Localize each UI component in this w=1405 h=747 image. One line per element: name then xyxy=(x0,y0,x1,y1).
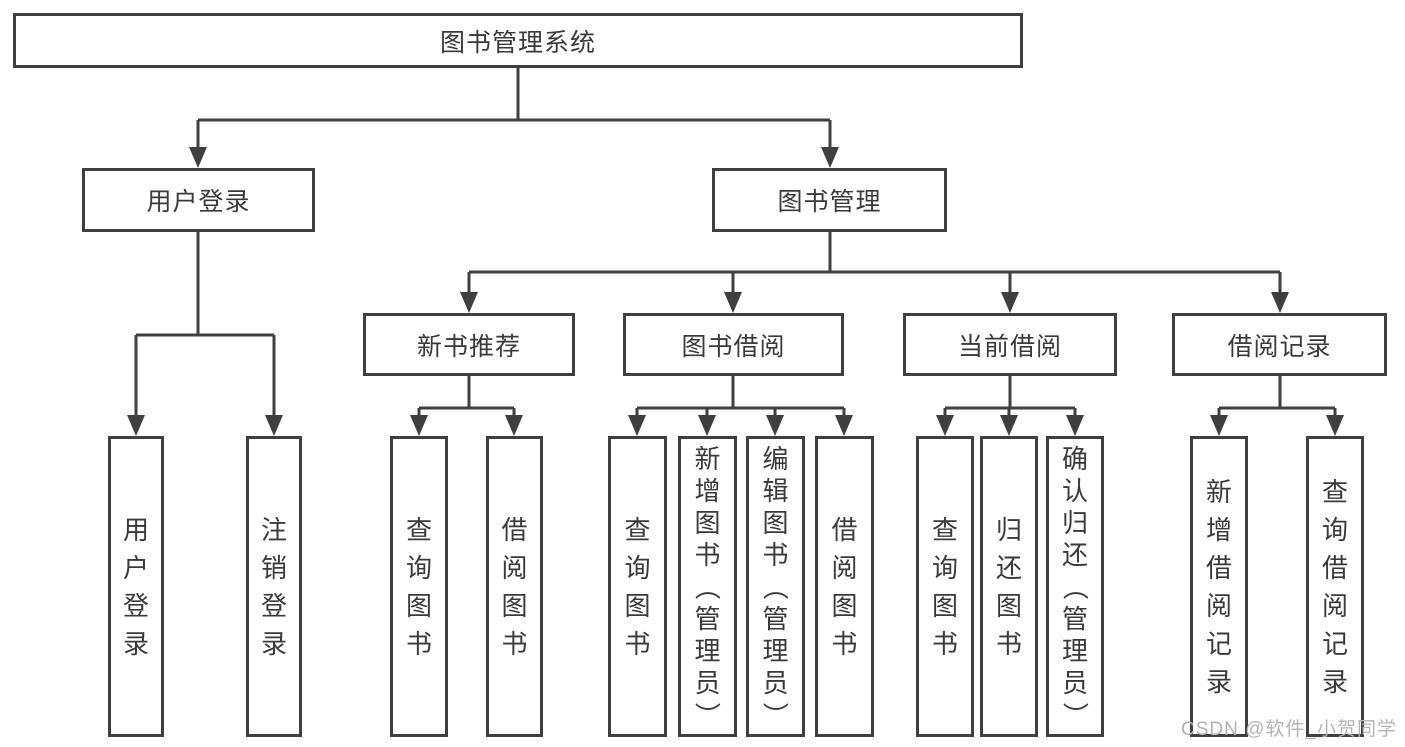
leaf-borrow-book-2: 借阅图书 xyxy=(815,436,874,737)
leaf-user-login-label: 用户登录 xyxy=(122,514,149,659)
node-book-management: 图书管理 xyxy=(712,168,947,232)
leaf-return-book: 归还图书 xyxy=(980,436,1038,737)
node-user-login: 用户登录 xyxy=(82,168,315,232)
leaf-logout: 注销登录 xyxy=(246,436,302,737)
leaf-add-book-admin-label: 新增图书（管理员） xyxy=(692,443,723,728)
node-user-login-label: 用户登录 xyxy=(146,188,251,216)
leaf-query-book-2: 查询图书 xyxy=(608,436,667,737)
leaf-add-borrow-record-label: 新增借阅记录 xyxy=(1205,476,1232,697)
leaf-edit-book-admin: 编辑图书（管理员） xyxy=(746,436,805,737)
leaf-borrow-book-1-label: 借阅图书 xyxy=(501,514,528,659)
leaf-borrow-book-1: 借阅图书 xyxy=(486,436,543,737)
leaf-query-book-3-label: 查询图书 xyxy=(931,514,958,659)
node-new-book-recommend-label: 新书推荐 xyxy=(416,332,521,361)
leaf-add-borrow-record: 新增借阅记录 xyxy=(1190,436,1248,737)
leaf-query-book-1: 查询图书 xyxy=(390,436,448,737)
leaf-query-borrow-record: 查询借阅记录 xyxy=(1306,436,1364,737)
leaf-logout-label: 注销登录 xyxy=(260,514,287,659)
node-borrow-record: 借阅记录 xyxy=(1172,313,1387,376)
leaf-query-book-1-label: 查询图书 xyxy=(405,514,432,659)
leaf-confirm-return-admin: 确认归还（管理员） xyxy=(1046,436,1104,737)
node-current-borrow-label: 当前借阅 xyxy=(957,332,1062,361)
arrowheads xyxy=(127,147,1344,436)
leaf-confirm-return-admin-label: 确认归还（管理员） xyxy=(1059,443,1090,728)
node-book-management-label: 图书管理 xyxy=(777,188,882,216)
node-root-label: 图书管理系统 xyxy=(439,28,596,57)
leaf-borrow-book-2-label: 借阅图书 xyxy=(831,514,858,659)
node-new-book-recommend: 新书推荐 xyxy=(363,313,575,376)
node-current-borrow: 当前借阅 xyxy=(903,313,1117,376)
node-book-borrow: 图书借阅 xyxy=(623,313,844,376)
leaf-return-book-label: 归还图书 xyxy=(995,514,1022,659)
node-root: 图书管理系统 xyxy=(13,13,1023,68)
node-borrow-record-label: 借阅记录 xyxy=(1227,332,1332,361)
watermark: CSDN @软件_小贺同学 xyxy=(1181,719,1397,740)
leaf-edit-book-admin-label: 编辑图书（管理员） xyxy=(760,443,791,728)
leaf-add-book-admin: 新增图书（管理员） xyxy=(678,436,737,737)
leaf-query-borrow-record-label: 查询借阅记录 xyxy=(1321,476,1348,697)
node-book-borrow-label: 图书借阅 xyxy=(681,332,786,361)
leaf-user-login: 用户登录 xyxy=(108,436,164,737)
connector-paths xyxy=(134,68,1337,420)
leaf-query-book-2-label: 查询图书 xyxy=(624,514,651,659)
leaf-query-book-3: 查询图书 xyxy=(916,436,974,737)
